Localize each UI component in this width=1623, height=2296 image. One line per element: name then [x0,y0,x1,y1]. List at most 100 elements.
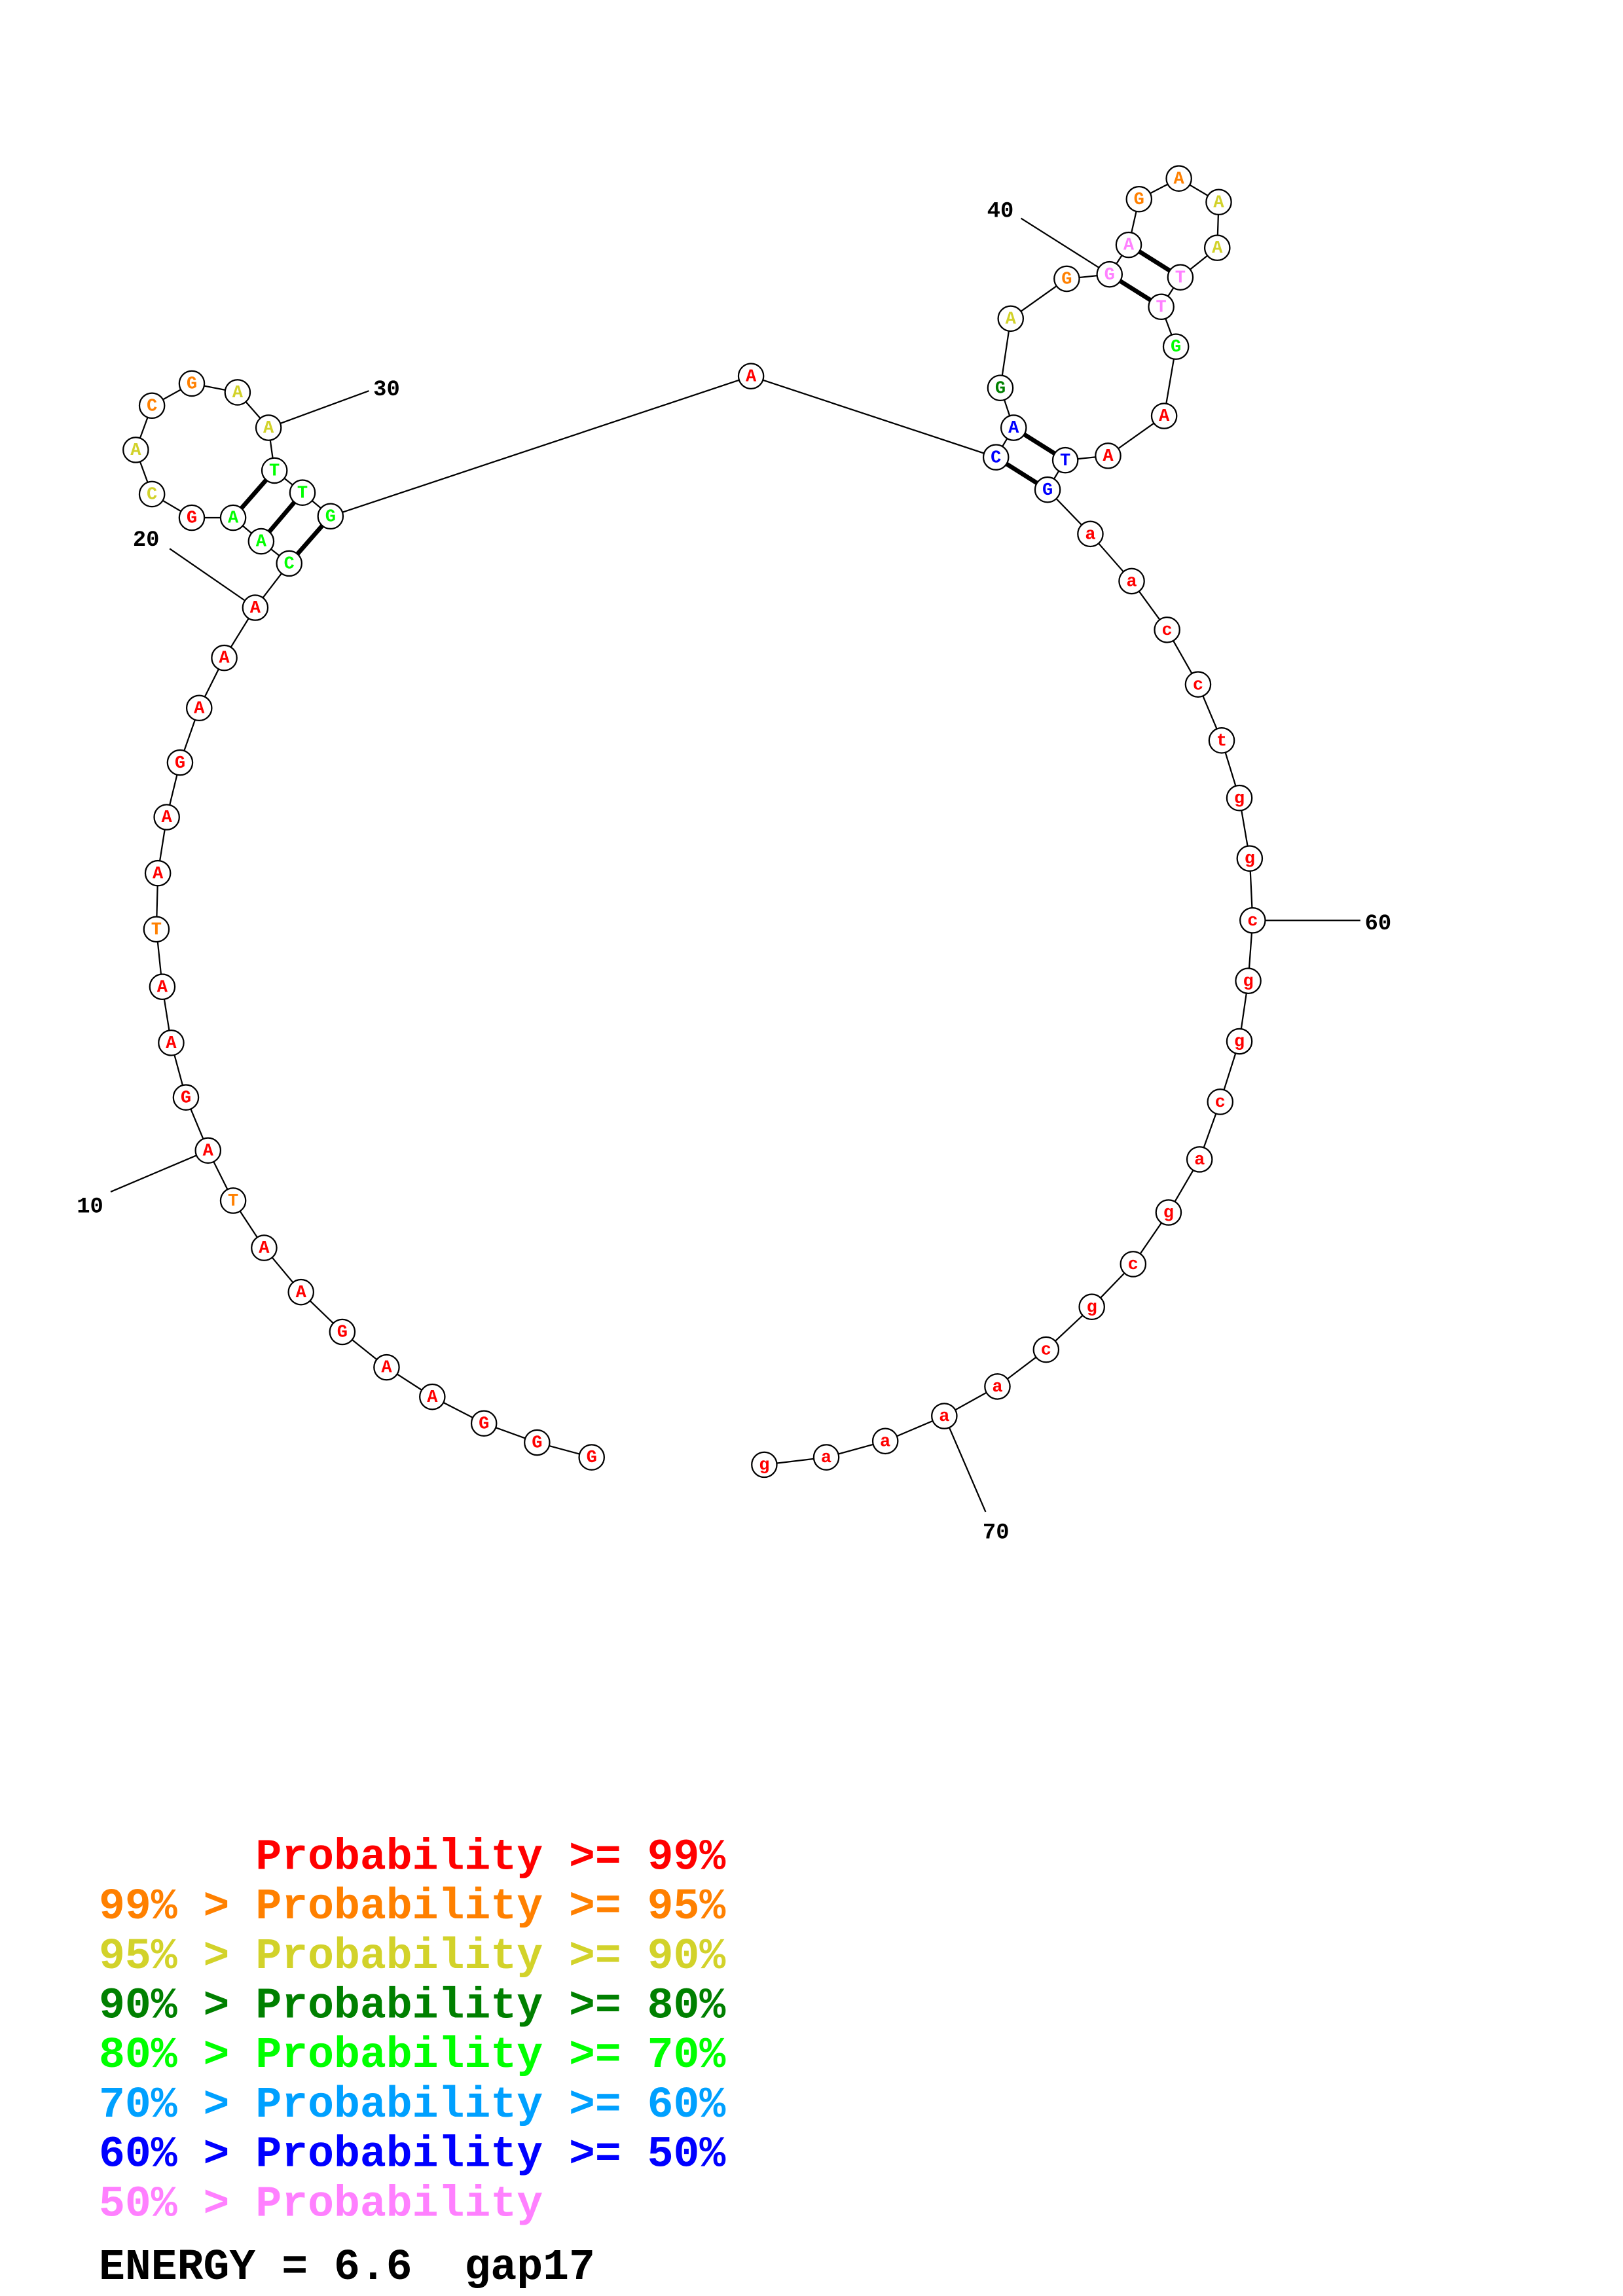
legend-entry: 80% > Probability >= 70% [99,2031,725,2080]
nucleotide: A [997,305,1025,332]
nucleotide-letter: T [151,920,162,940]
nucleotide-circle [1186,1146,1213,1173]
nucleotide-circle [149,973,176,1000]
nucleotide-circle [871,1427,899,1455]
nucleotide: G [329,1318,356,1346]
nucleotide-circle [1154,617,1180,643]
nucleotide-letter: a [992,1377,1002,1397]
nucleotide-circle [1155,1199,1182,1226]
nucleotide: A [1150,403,1178,429]
nucleotide-circle [1120,1251,1147,1278]
nucleotide: T [261,457,288,484]
base-pairs [231,243,1182,565]
nucleotide: A [149,973,176,1000]
nucleotide: c [1207,1088,1234,1115]
nucleotide-circle [178,370,206,397]
nucleotide: A [1205,188,1232,216]
nucleotide: G [178,370,206,397]
nucleotide-circle [317,503,344,530]
nucleotide: A [1165,165,1192,192]
nucleotide: A [194,1137,222,1164]
probability-legend: Probability >= 99%99% > Probability >= 9… [99,1833,725,2229]
nucleotide-letter: G [325,507,336,527]
nucleotide-circle [1203,234,1231,261]
nucleotide: G [317,503,344,530]
nucleotide-letter: C [147,485,157,505]
nucleotide: g [1226,784,1253,812]
nucleotide: G [1096,260,1123,288]
nucleotide-circle [138,480,166,508]
nucleotide-circle [1235,967,1262,994]
nucleotide-circle [211,644,238,672]
nucleotide-circle [1207,1088,1234,1115]
nucleotide-circle [751,1451,778,1479]
nucleotide-letter: g [759,1455,769,1475]
nucleotide: A [419,1383,446,1410]
nucleotide-letter: T [1156,297,1166,317]
nucleotide-letter: g [1234,789,1245,809]
nucleotide-circle [153,804,180,831]
position-tick-line [1020,217,1110,276]
legend-label: Probability >= 95% [255,1882,725,1931]
nucleotide-letter: A [1212,238,1223,259]
nucleotide-letter: A [1159,406,1170,427]
nucleotide: A [737,363,765,389]
legend-entry: 95% > Probability >= 90% [99,1932,725,1981]
legend-entry: 60% > Probability >= 50% [99,2130,725,2179]
nucleotide-circle [982,444,1010,471]
nucleotide: A [224,379,251,406]
nucleotide-letter: G [1104,265,1115,285]
nucleotide-letter: C [991,448,1001,468]
nucleotide-letter: A [1123,236,1135,256]
nucleotide-circle [144,859,172,887]
nucleotide-circle [224,379,251,406]
nucleotide-circle [1125,185,1153,213]
nucleotide-letter: g [1163,1203,1174,1223]
position-number-label: 40 [987,199,1014,224]
nucleotide: G [172,1084,200,1111]
nucleotide-circle [138,392,166,420]
nucleotide-circle [578,1444,605,1471]
nucleotide-circle [219,504,247,531]
nucleotide-letter: G [1042,480,1053,501]
nucleotide-letter: A [194,698,205,719]
nucleotide: A [158,1030,185,1056]
position-number-label: 60 [1365,912,1392,937]
nucleotide: A [287,1278,315,1306]
nucleotide: g [1226,1028,1253,1055]
legend-label: Probability >= 99% [255,1833,725,1882]
nucleotide-circle [1077,520,1104,548]
legend-label: Probability >= 50% [255,2130,725,2179]
nucleotide-circle [122,437,149,463]
nucleotide-circle [1118,567,1145,595]
nucleotide-letter: A [203,1141,214,1161]
nucleotide-letter: G [175,753,185,774]
nucleotide-circle [470,1410,498,1437]
nucleotide-letter: G [532,1433,542,1454]
nucleotide-circle [261,457,288,484]
nucleotide-letter: T [297,483,308,503]
nucleotide: A [185,694,213,722]
nucleotide-circle [289,479,316,506]
nucleotide: G [1125,185,1153,213]
nucleotide-letter: c [1128,1255,1139,1275]
nucleotide: a [871,1427,899,1455]
nucleotide-circle [1148,293,1175,321]
nucleotide: T [289,479,316,506]
nucleotide-letter: A [228,509,239,529]
nucleotide-circle [373,1354,400,1381]
nucleotide: T [1051,446,1079,474]
nucleotide: c [1239,906,1266,934]
nucleotide: A [122,437,149,463]
nucleotide: g [1155,1199,1182,1226]
nucleotide: A [219,504,247,531]
nucleotide: c [1032,1336,1060,1363]
nucleotide-circle [1184,671,1212,698]
legend-prefix: 95% > [99,1932,255,1981]
nucleotide-circle [242,594,269,621]
nucleotide-letter: c [1247,911,1258,931]
legend-entry: 99% > Probability >= 95% [99,1882,725,1931]
nucleotide-circle [984,1373,1011,1400]
